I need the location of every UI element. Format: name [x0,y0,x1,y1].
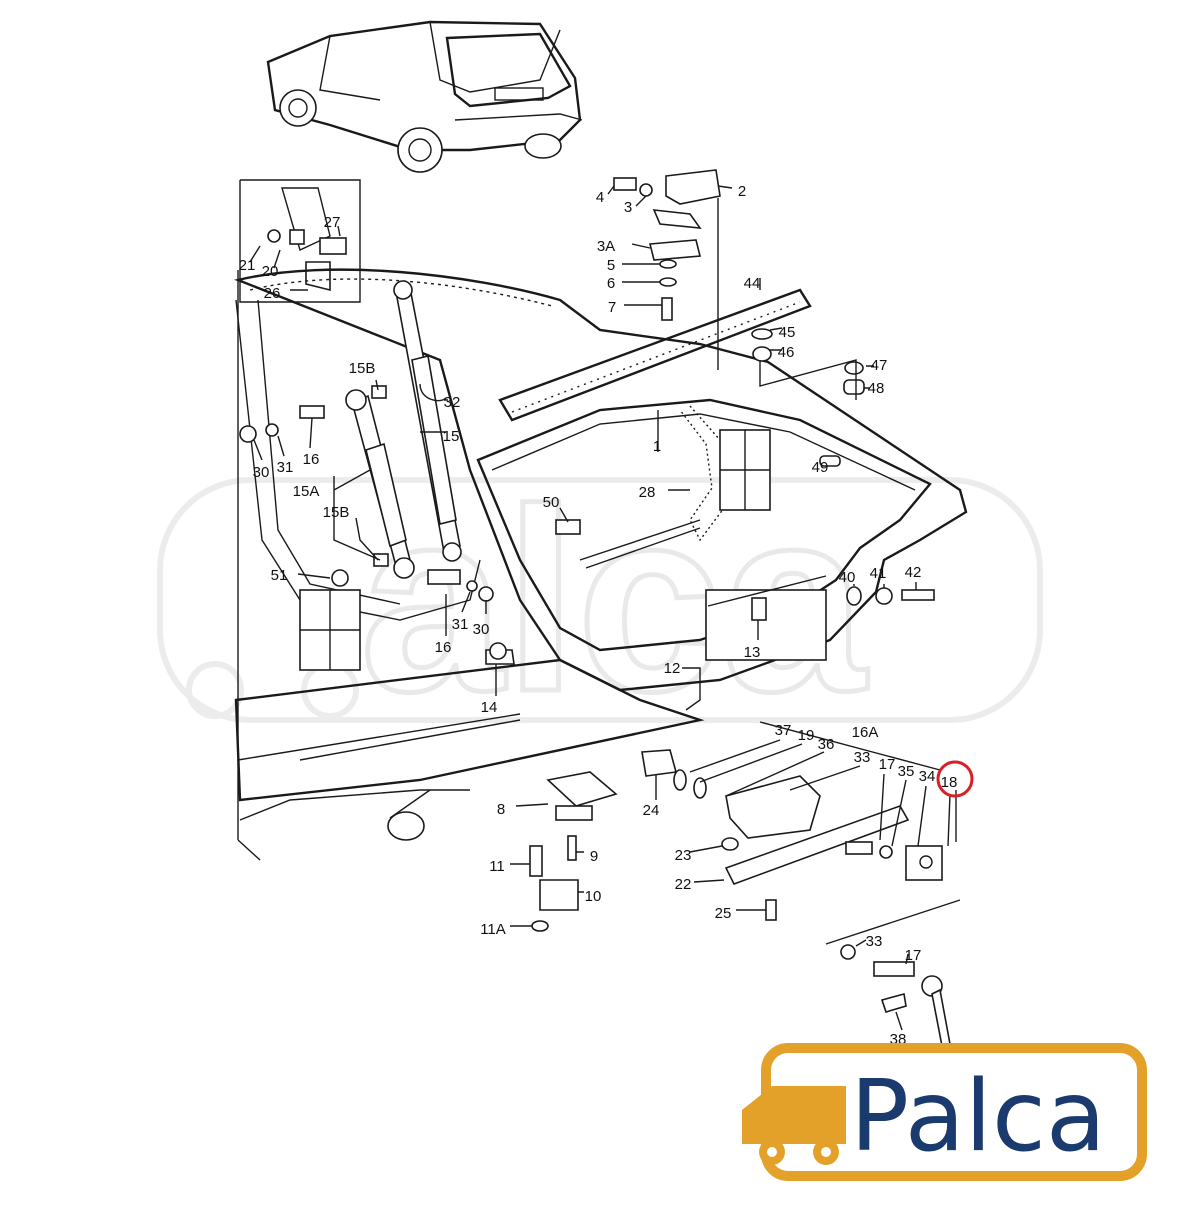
callout-12: 12 [664,660,681,677]
callout-15: 15 [443,428,460,445]
leader-lines [249,185,961,1031]
truck-wheel-hub [767,1147,777,1157]
callout-7: 7 [608,299,616,316]
callout-41: 41 [870,565,887,582]
callout-17: 17 [905,947,922,964]
callout-34: 34 [919,768,936,785]
callout-16a: 16A [852,724,879,741]
callout-31: 31 [277,459,294,476]
callout-32: 32 [444,394,461,411]
callout-16: 16 [303,451,320,468]
callout-4: 4 [596,189,604,206]
callout-6: 6 [607,275,615,292]
callout-35: 35 [898,763,915,780]
callout-3: 3 [624,199,632,216]
callout-20: 20 [262,263,279,280]
callout-31: 31 [452,616,469,633]
callout-19: 19 [798,727,815,744]
tailgate-body [234,268,968,861]
callout-28: 28 [639,484,656,501]
callout-25: 25 [715,905,732,922]
callout-50: 50 [543,494,560,511]
callout-48: 48 [868,380,885,397]
callout-46: 46 [778,344,795,361]
car-thumbnail [266,20,583,173]
callout-10: 10 [585,888,602,905]
callout-36: 36 [818,736,835,753]
callout-27: 27 [324,214,341,231]
callout-15b: 15B [349,360,376,377]
inset-detail-box [239,179,361,303]
callout-21: 21 [239,257,256,274]
callout-37: 37 [775,722,792,739]
callout-3a: 3A [597,238,615,255]
callout-15b: 15B [323,504,350,521]
callout-26: 26 [264,285,281,302]
callout-24: 24 [643,802,660,819]
callout-47: 47 [871,357,888,374]
callout-42: 42 [905,564,922,581]
hardware-parts [239,169,951,1047]
callout-9: 9 [590,848,598,865]
truck-wheel-hub [821,1147,831,1157]
callout-18: 18 [941,774,958,791]
callout-16: 16 [435,639,452,656]
callout-14: 14 [481,699,498,716]
gas-struts [345,280,462,579]
callout-40: 40 [839,569,856,586]
callout-5: 5 [607,257,615,274]
callout-44: 44 [744,275,761,292]
callout-23: 23 [675,847,692,864]
callout-13: 13 [744,644,761,661]
callout-11a: 11A [480,921,506,938]
callout-1: 1 [653,438,661,455]
palca-logo: Palca [742,1043,1147,1181]
callout-15a: 15A [293,483,320,500]
callout-11: 11 [489,858,505,875]
callout-30: 30 [253,464,270,481]
highlight-ring [936,760,974,798]
callout-33: 33 [854,749,871,766]
callout-8: 8 [497,801,505,818]
callout-22: 22 [675,876,692,893]
logo-wordmark: Palca [850,1060,1106,1174]
callout-45: 45 [779,324,796,341]
callout-2: 2 [738,183,746,200]
callout-49: 49 [812,459,829,476]
callout-33: 33 [866,933,883,950]
callout-51: 51 [271,567,288,584]
callout-17: 17 [879,756,896,773]
callout-30: 30 [473,621,490,638]
